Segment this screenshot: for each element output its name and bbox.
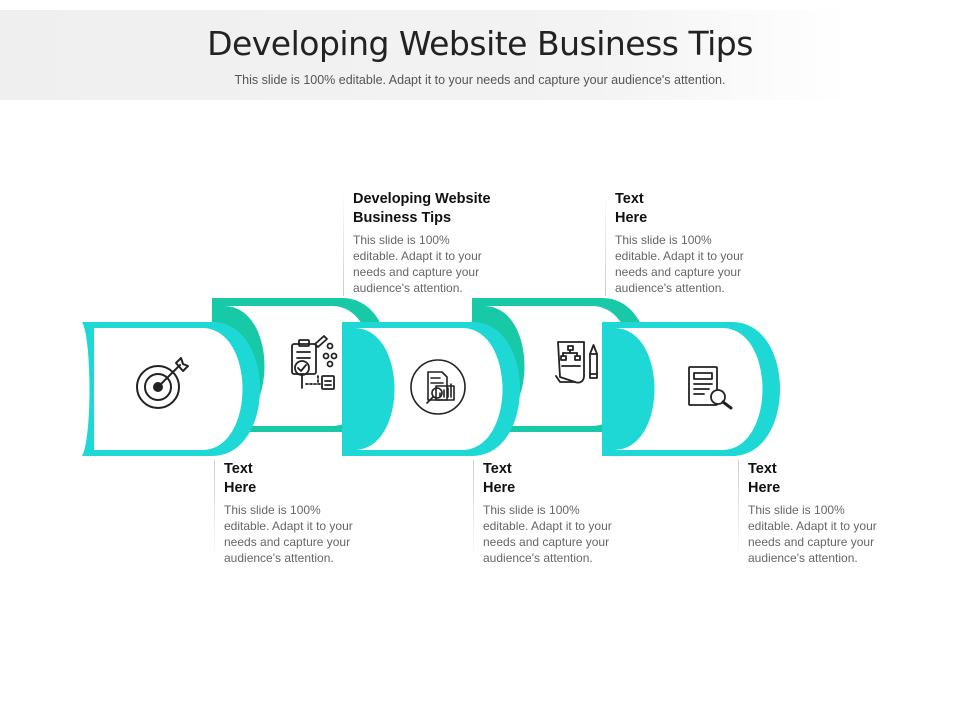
heading-line: Here (615, 210, 648, 226)
document-search-icon (688, 366, 733, 410)
callout-heading: Text Here (224, 460, 374, 498)
callout-step-4: Text Here This slide is 100% editable. A… (605, 190, 765, 296)
callout-divider (214, 460, 215, 560)
body-line: editable. Adapt it to your (353, 249, 482, 263)
callout-body: This slide is 100% editable. Adapt it to… (748, 502, 908, 566)
body-line: needs and capture your (748, 535, 875, 549)
callout-step-2: Developing Website Business Tips This sl… (343, 190, 518, 296)
body-line: audience's attention. (353, 281, 463, 295)
heading-line: Here (224, 480, 257, 496)
callout-body: This slide is 100% editable. Adapt it to… (224, 502, 374, 566)
body-line: needs and capture your (353, 265, 480, 279)
checklist-search-icon (291, 335, 338, 390)
callout-heading: Developing Website Business Tips (353, 190, 518, 228)
callout-body: This slide is 100% editable. Adapt it to… (483, 502, 633, 566)
heading-line: Here (748, 480, 781, 496)
body-line: This slide is 100% (483, 503, 580, 517)
body-line: This slide is 100% (748, 503, 845, 517)
body-line: audience's attention. (224, 551, 334, 565)
heading-line: Text (615, 191, 644, 207)
callout-divider (605, 190, 606, 296)
body-line: editable. Adapt it to your (483, 519, 612, 533)
callout-body: This slide is 100% editable. Adapt it to… (353, 232, 518, 296)
heading-line: Text (224, 461, 253, 477)
body-line: needs and capture your (483, 535, 610, 549)
heading-line: Text (748, 461, 777, 477)
segment-5 (602, 322, 780, 456)
callout-divider (738, 460, 739, 560)
slide-title: Developing Website Business Tips (207, 24, 753, 63)
report-chart-icon (410, 359, 466, 415)
slide-subtitle: This slide is 100% editable. Adapt it to… (234, 73, 726, 87)
callout-step-5: Text Here This slide is 100% editable. A… (738, 460, 908, 565)
body-line: audience's attention. (615, 281, 725, 295)
body-line: This slide is 100% (353, 233, 450, 247)
callout-heading: Text Here (483, 460, 633, 498)
heading-line: Developing Website (353, 191, 491, 207)
heading-line: Here (483, 480, 516, 496)
body-line: This slide is 100% (224, 503, 321, 517)
callout-step-1: Text Here This slide is 100% editable. A… (214, 460, 374, 565)
body-line: needs and capture your (615, 265, 742, 279)
body-line: audience's attention. (483, 551, 593, 565)
body-line: audience's attention. (748, 551, 858, 565)
body-line: editable. Adapt it to your (615, 249, 744, 263)
heading-line: Business Tips (353, 210, 452, 226)
flowchart-document-pencil-icon (555, 341, 598, 384)
body-line: This slide is 100% (615, 233, 712, 247)
body-line: needs and capture your (224, 535, 351, 549)
callout-heading: Text Here (615, 190, 765, 228)
header-band (0, 10, 850, 100)
callout-body: This slide is 100% editable. Adapt it to… (615, 232, 765, 296)
heading-line: Text (483, 461, 512, 477)
callout-divider (473, 460, 474, 560)
callout-step-3: Text Here This slide is 100% editable. A… (473, 460, 633, 565)
segment-3 (342, 322, 520, 456)
callout-divider (343, 190, 344, 296)
callout-heading: Text Here (748, 460, 908, 498)
target-icon (136, 357, 189, 409)
body-line: editable. Adapt it to your (224, 519, 353, 533)
body-line: editable. Adapt it to your (748, 519, 877, 533)
